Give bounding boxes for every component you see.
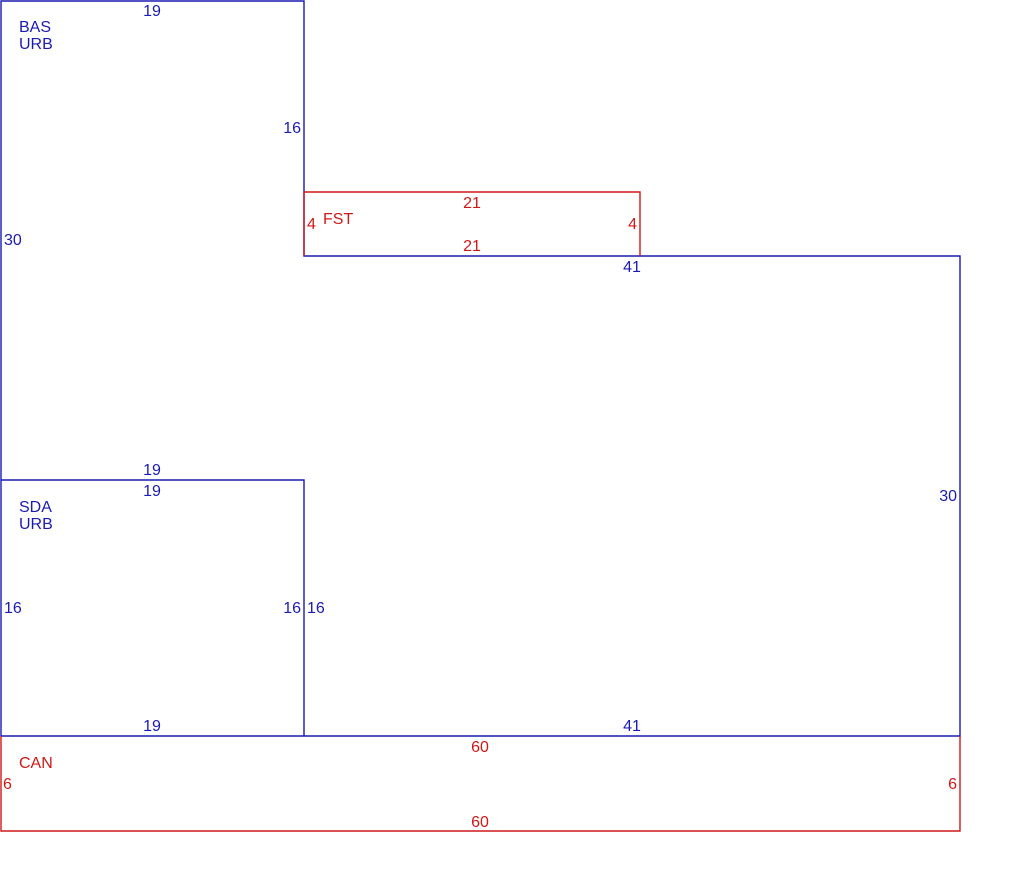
bas-area-subcode: URB xyxy=(19,36,53,53)
sda-area-subcode: URB xyxy=(19,516,53,533)
can-outline xyxy=(0,736,961,832)
sda-outline xyxy=(1,479,305,736)
fst-outline xyxy=(303,191,641,256)
bas-area-code: BAS xyxy=(19,19,51,36)
sda-right-dimension: 16 xyxy=(283,600,301,617)
sda-area-code: SDA xyxy=(19,499,52,516)
bas-left-dimension: 30 xyxy=(4,232,22,249)
can-right-dimension: 6 xyxy=(948,776,957,793)
sda-bottom-dimension: 19 xyxy=(143,718,161,735)
main-building-outline xyxy=(0,0,961,737)
bas-bottom-dimension: 19 xyxy=(143,462,161,479)
fst-bottom-dimension: 21 xyxy=(463,238,481,255)
fst-left-dimension: 4 xyxy=(307,216,316,233)
bas-right-dimension: 16 xyxy=(283,120,301,137)
main-bottom-dimension: 41 xyxy=(623,718,641,735)
main-left-dimension: 16 xyxy=(307,600,325,617)
sda-left-dimension: 16 xyxy=(4,600,22,617)
bas-top-dimension: 19 xyxy=(143,3,161,20)
can-area-code: CAN xyxy=(19,755,53,772)
fst-top-dimension: 21 xyxy=(463,195,481,212)
can-bottom-dimension: 60 xyxy=(471,814,489,831)
fst-right-dimension: 4 xyxy=(628,216,637,233)
can-top-dimension: 60 xyxy=(471,739,489,756)
fst-area-code: FST xyxy=(323,211,353,228)
main-right-dimension: 30 xyxy=(939,488,957,505)
can-left-dimension: 6 xyxy=(3,776,12,793)
sda-top-dimension: 19 xyxy=(143,483,161,500)
main-top-dimension: 41 xyxy=(623,259,641,276)
